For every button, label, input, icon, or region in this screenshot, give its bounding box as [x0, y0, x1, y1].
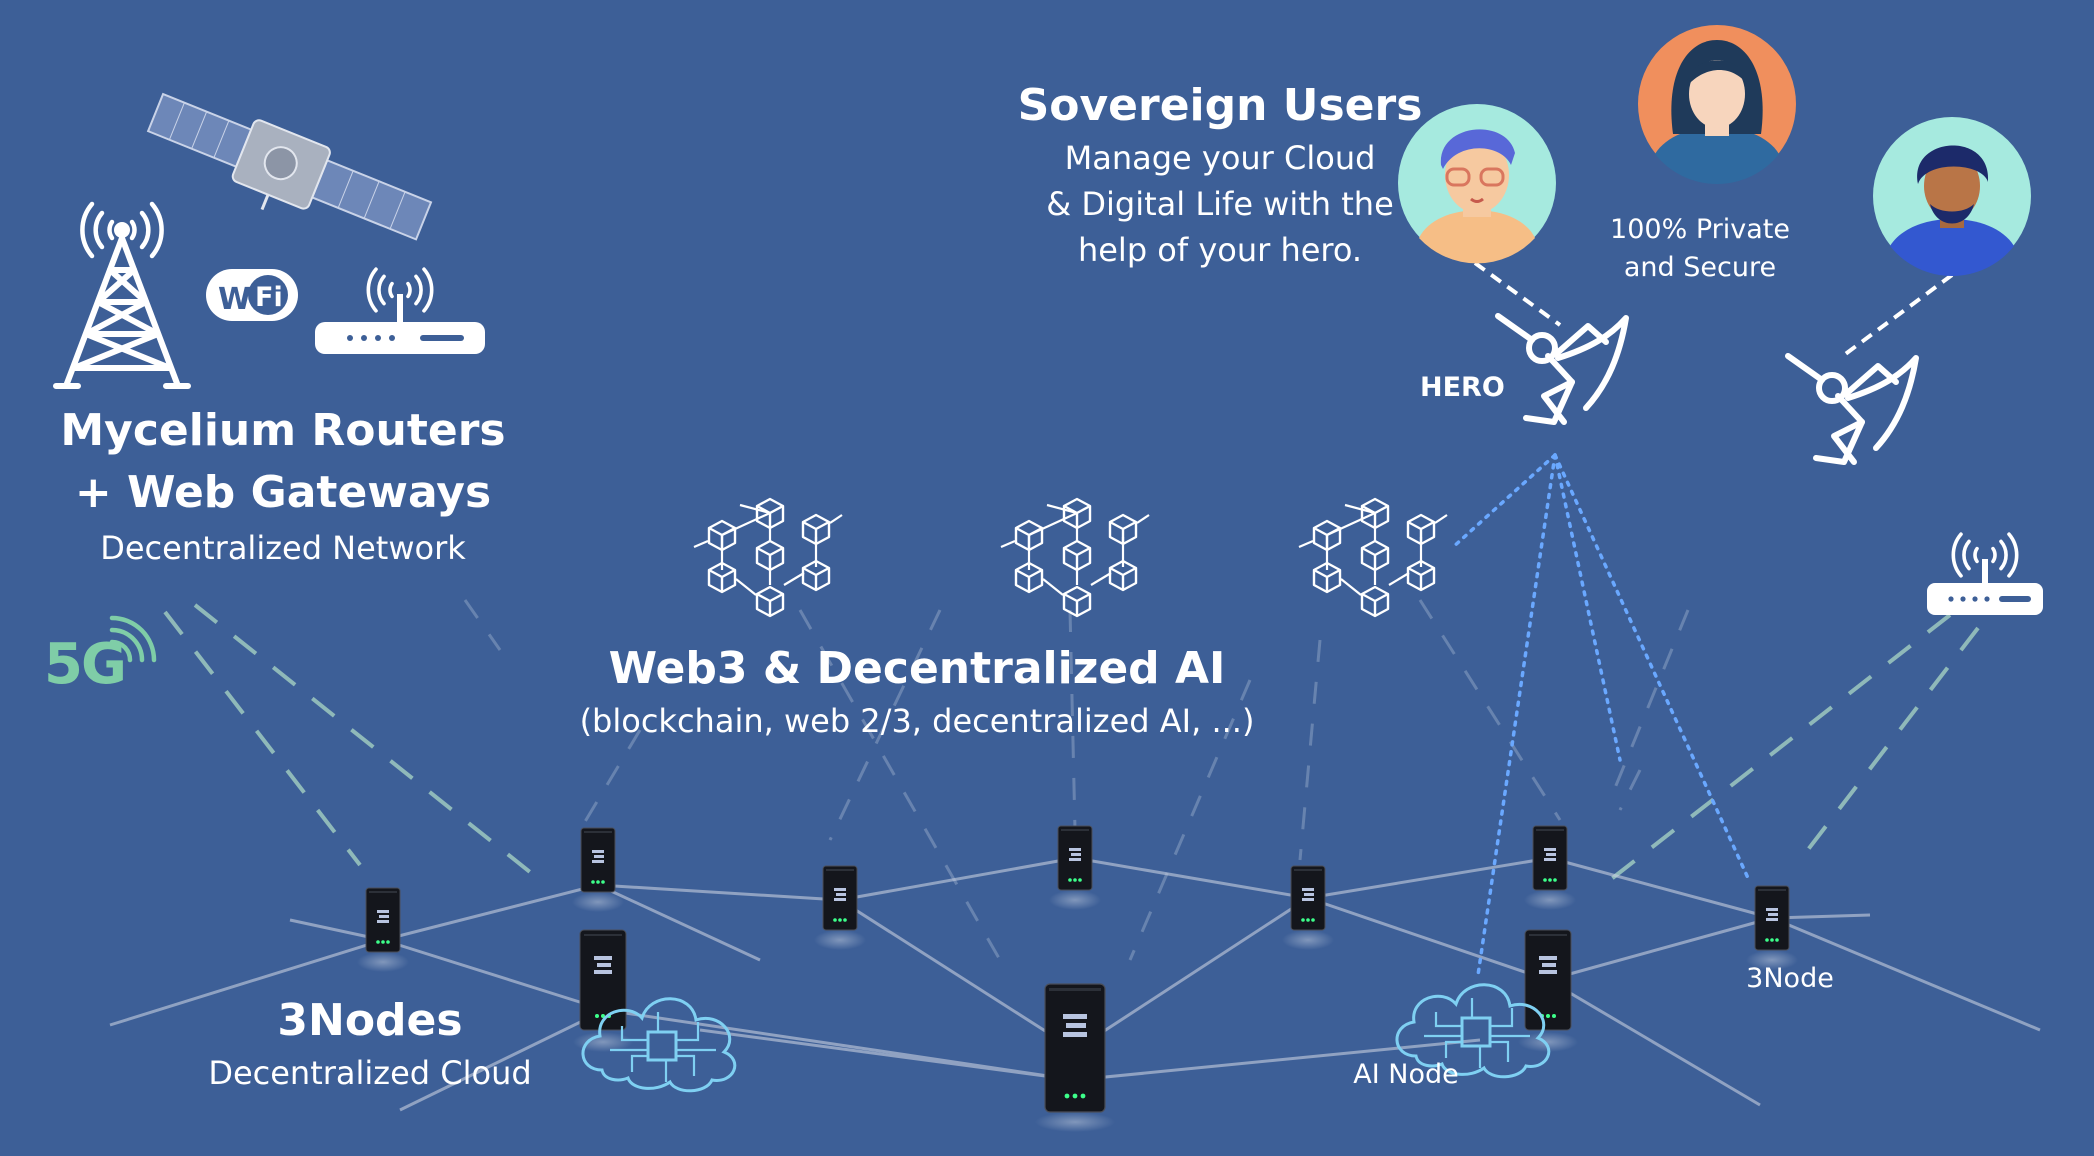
user-avatar-icon-2 — [1638, 25, 1796, 185]
nodes-subtitle: Decentralized Cloud — [208, 1054, 532, 1092]
fiveg-icon: 5G — [44, 632, 127, 697]
router-icon-right — [1927, 532, 2043, 615]
server-node-icon — [813, 865, 867, 951]
threenode-tag: 3Node — [1746, 963, 1834, 994]
user-avatar-icon — [1398, 104, 1556, 264]
server-node-icon — [1048, 825, 1102, 911]
wifi-logo-icon: Wi Fi — [206, 269, 298, 321]
server-node-icon — [1281, 865, 1335, 951]
server-node-icon — [1745, 885, 1799, 971]
users-description-line3: help of your hero. — [1077, 231, 1363, 269]
hero-dotted-links — [1450, 453, 1750, 977]
routers-title-line1: Mycelium Routers — [60, 405, 506, 456]
routers-title-line2: + Web Gateways — [74, 467, 492, 518]
cell-tower-icon — [53, 204, 191, 389]
blockchain-icon — [694, 499, 842, 616]
server-node-icon — [572, 929, 634, 1053]
satellite-icon — [146, 92, 433, 241]
server-node-icon — [571, 827, 625, 913]
dashed-links — [163, 603, 1980, 882]
fiveg-waves — [109, 615, 157, 663]
hero-figure-icon-2 — [1788, 356, 1916, 462]
server-node-icon — [1523, 825, 1577, 911]
user-avatar-icon-3 — [1873, 117, 2031, 277]
faint-dashed-links — [463, 599, 1690, 961]
mesh-lines — [109, 856, 2041, 1112]
users-description-line1: Manage your Cloud — [1064, 139, 1376, 177]
web3-subtitle: (blockchain, web 2/3, decentralized AI, … — [579, 702, 1255, 740]
avatar-hero-links — [1473, 261, 1954, 360]
ai-node-tag: AI Node — [1353, 1059, 1459, 1090]
server-node-icon — [356, 887, 410, 973]
web3-title: Web3 & Decentralized AI — [608, 643, 1226, 694]
server-node-icon — [1034, 983, 1116, 1133]
blockchain-icon-2 — [1001, 499, 1149, 616]
server-nodes — [356, 825, 1799, 1133]
privacy-line1: 100% Private — [1610, 214, 1790, 245]
router-icon — [315, 267, 485, 354]
privacy-line2: and Secure — [1623, 252, 1777, 283]
hero-label: HERO — [1420, 372, 1505, 403]
users-title: Sovereign Users — [1017, 80, 1423, 131]
users-description-line2: & Digital Life with the — [1046, 185, 1394, 223]
server-node-icon — [1517, 929, 1579, 1053]
nodes-title: 3Nodes — [277, 995, 463, 1046]
hero-figure-icon — [1498, 316, 1626, 422]
routers-subtitle: Decentralized Network — [100, 529, 466, 567]
blockchain-icon-3 — [1299, 499, 1447, 616]
wifi-text-fi: Fi — [255, 282, 283, 313]
